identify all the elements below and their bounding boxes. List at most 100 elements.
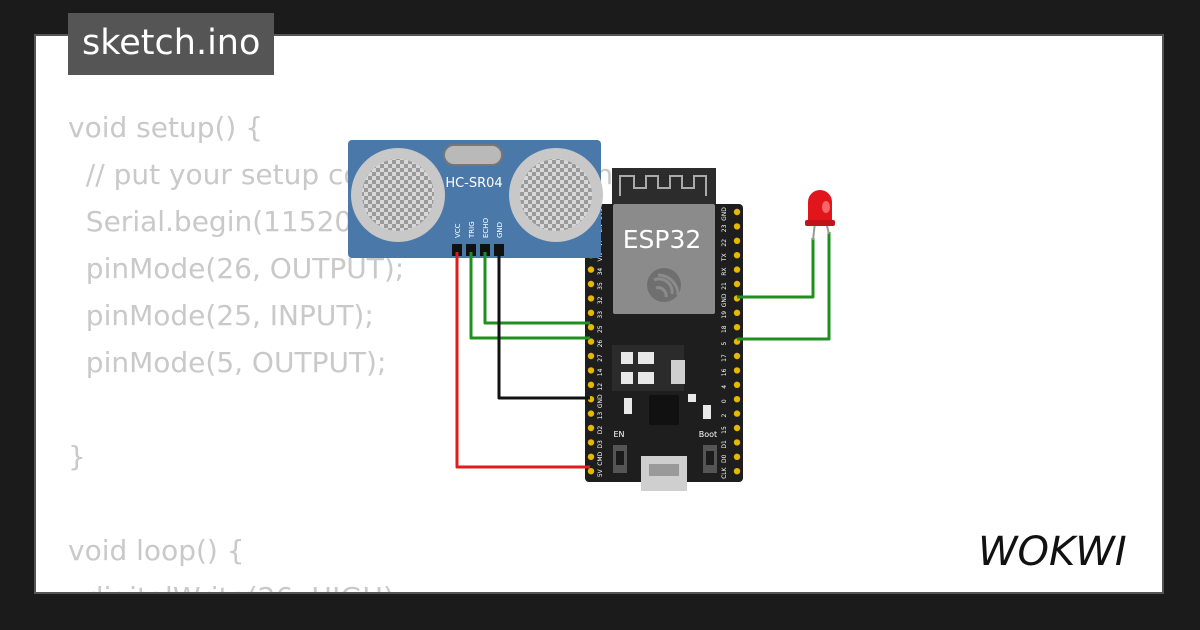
code-editor: void setup() { // put your setup code he…: [68, 104, 655, 592]
board-pin-label: 5V: [597, 468, 604, 477]
antenna-trace-icon: [619, 175, 707, 196]
board-pin-label: D1: [721, 440, 728, 449]
board-pin-right-21[interactable]: [733, 280, 741, 288]
sensor-pin-gnd[interactable]: [494, 244, 504, 256]
board-pin-right-18[interactable]: [733, 324, 741, 331]
board-pin-right-4[interactable]: [733, 381, 741, 388]
board-pin-label: CMD: [597, 451, 604, 465]
wire-led-cathode: [737, 238, 815, 299]
code-line: digitalWrite(26, HIGH);: [68, 574, 655, 592]
board-pin-right-23[interactable]: [733, 223, 741, 230]
wire-led-anode: [737, 232, 831, 341]
board-pin-label: TX: [721, 253, 728, 262]
board-pin-label: 2: [721, 414, 728, 418]
board-pin-label: D3: [597, 440, 604, 449]
board-pin-left-25[interactable]: [587, 324, 595, 331]
code-line: pinMode(5, OUTPUT);: [68, 346, 387, 379]
sensor-pin-vcc[interactable]: [452, 244, 462, 256]
board-pin-label: 23: [721, 224, 728, 232]
espressif-logo-icon: [647, 268, 681, 302]
boot-button-label: Boot: [699, 430, 717, 439]
wire-vcc: [455, 252, 590, 469]
sensor-pin-label: TRIG: [468, 221, 476, 239]
sensor-pin-label: VCC: [454, 223, 462, 238]
board-pin-label: VN: [597, 253, 604, 262]
board-pin-label: D2: [597, 426, 604, 435]
board-pin-right-2[interactable]: [733, 410, 741, 417]
board-pin-label: 27: [597, 354, 604, 362]
board-pin-label: 13: [597, 412, 604, 420]
board-pin-left-d3[interactable]: [587, 439, 595, 446]
board-pin-right-tx[interactable]: [733, 252, 741, 259]
board-pin-label: 22: [721, 239, 728, 247]
code-line: pinMode(25, INPUT);: [68, 299, 374, 332]
board-pin-right-15[interactable]: [733, 424, 741, 432]
en-button-label: EN: [613, 430, 624, 439]
wokwi-logo-text: WOKWI: [978, 529, 1127, 575]
board-pin-left-12[interactable]: [587, 381, 595, 388]
wokwi-logo: WOKWI: [978, 529, 1127, 575]
board-pin-label: 0: [721, 399, 728, 403]
board-pin-left-d2[interactable]: [587, 424, 595, 432]
board-pin-left-35[interactable]: [587, 280, 595, 288]
board-pin-label: GND: [721, 293, 728, 307]
file-tab: sketch.ino: [68, 13, 275, 75]
wire-gnd: [497, 252, 590, 400]
code-line: void loop() {: [68, 534, 245, 567]
board-pin-label: 16: [721, 368, 728, 376]
board-pin-left-27[interactable]: [587, 352, 595, 360]
wires: [455, 232, 831, 469]
board-pin-label: 19: [721, 311, 728, 319]
sensor-pin-label: GND: [496, 222, 504, 238]
board-pin-right-22[interactable]: [733, 237, 741, 244]
preview-card: void setup() { // put your setup code he…: [34, 34, 1164, 594]
board-pin-label: 5: [721, 342, 728, 346]
board-pin-left-26[interactable]: [587, 338, 595, 345]
code-line: void setup() {: [68, 111, 264, 144]
sensor-label: HC-SR04: [445, 176, 502, 191]
board-pin-label: GND: [721, 207, 728, 221]
board-pin-label: 33: [597, 311, 604, 319]
code-line: Serial.begin(115200);: [68, 205, 391, 238]
board-pin-label: 21: [721, 282, 728, 290]
board-pin-label: 4: [721, 385, 728, 389]
hc-sr04-sensor[interactable]: HC-SR04 VCC TRIG ECHO GND: [348, 140, 603, 258]
board-pin-left-32[interactable]: [587, 295, 595, 302]
board-pin-left-cmd[interactable]: [587, 453, 595, 460]
board-pin-left-13[interactable]: [587, 410, 595, 417]
board-pin-right-clk[interactable]: [733, 468, 741, 475]
sensor-pin-trig[interactable]: [466, 244, 476, 256]
crystal-oscillator: [443, 144, 503, 166]
esp32-board[interactable]: ESP32 EN Boot 3V3ENVPVN34353233252627141…: [585, 168, 743, 491]
board-pin-label: 18: [721, 325, 728, 333]
sensor-pin-echo[interactable]: [480, 244, 490, 256]
wire-trig: [469, 252, 590, 340]
board-pin-right-d1[interactable]: [733, 439, 741, 446]
board-pin-right-gnd[interactable]: [733, 208, 741, 216]
board-pin-label: 15: [721, 426, 728, 434]
board-pin-right-19[interactable]: [733, 309, 741, 316]
board-pin-label: GND: [597, 394, 604, 408]
board-pin-label: 35: [597, 282, 604, 290]
wire-echo: [483, 252, 590, 325]
board-pin-right-rx[interactable]: [733, 266, 741, 273]
board-pin-right-17[interactable]: [733, 352, 741, 360]
board-pin-label: D0: [721, 454, 728, 463]
sensor-pin-label: ECHO: [482, 217, 490, 238]
code-line: }: [68, 440, 86, 473]
board-pin-label: RX: [721, 267, 728, 275]
board-pin-left-14[interactable]: [587, 367, 595, 374]
board-pin-label: 26: [597, 340, 604, 348]
board-pin-left-33[interactable]: [587, 309, 595, 316]
board-pin-label: 34: [597, 268, 604, 276]
board-pin-label: CLK: [721, 466, 728, 479]
board-pin-label: 14: [597, 368, 604, 376]
board-pin-left-5v[interactable]: [587, 468, 595, 475]
board-pin-label: 25: [597, 325, 604, 333]
red-led[interactable]: [805, 190, 835, 241]
board-pin-right-0[interactable]: [733, 396, 741, 403]
board-pin-left-34[interactable]: [587, 266, 595, 273]
board-pin-right-16[interactable]: [733, 367, 741, 374]
board-pin-right-d0[interactable]: [733, 453, 741, 460]
